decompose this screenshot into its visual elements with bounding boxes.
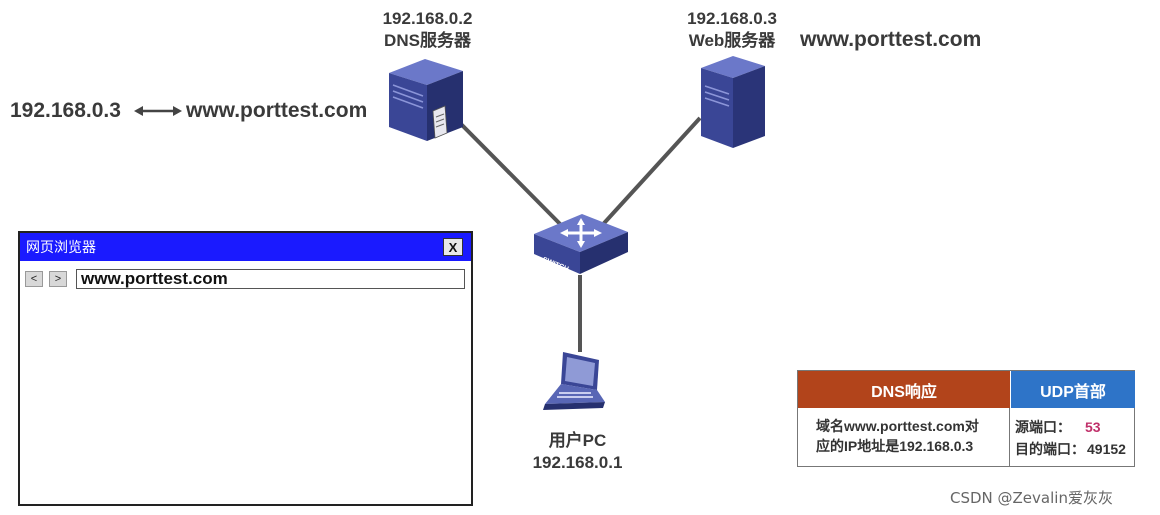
mapping-ip: 192.168.0.3: [10, 99, 121, 122]
udp-body: 源端口： 53 目的端口：49152: [1011, 408, 1135, 467]
src-port-row: 源端口： 53: [1015, 416, 1135, 438]
dst-port-label: 目的端口：: [1015, 441, 1085, 457]
dns-response-packet: DNS响应 UDP首部 域名www.porttest.com对 应的IP地址是1…: [797, 370, 1135, 467]
user-pc-ip: 192.168.0.1: [532, 453, 623, 472]
back-button[interactable]: <: [25, 271, 43, 287]
dns-body-line1: 域名www.porttest.com对: [816, 418, 979, 434]
dns-server-ip: 192.168.0.2: [382, 9, 473, 28]
laptop-icon: [543, 352, 605, 410]
user-pc-name: 用户PC: [548, 431, 607, 450]
double-arrow-icon: [134, 106, 182, 116]
watermark: CSDN @Zevalin爱灰灰: [950, 489, 1113, 507]
web-server-icon: [701, 56, 765, 148]
address-bar[interactable]: www.porttest.com: [76, 269, 465, 289]
dns-body: 域名www.porttest.com对 应的IP地址是192.168.0.3: [798, 408, 1010, 467]
forward-button[interactable]: >: [49, 271, 67, 287]
link-dns-switch: [453, 116, 570, 234]
web-server-name: Web服务器: [688, 31, 776, 50]
web-server-ip: 192.168.0.3: [687, 9, 777, 28]
src-port-label: 源端口：: [1015, 419, 1071, 435]
dst-port-row: 目的端口：49152: [1015, 438, 1135, 460]
dst-port-value: 49152: [1087, 441, 1126, 457]
link-web-switch: [594, 116, 702, 234]
mapping-domain: www.porttest.com: [186, 99, 368, 122]
web-server-domain: www.porttest.com: [800, 28, 982, 51]
dns-server-icon: [389, 59, 463, 141]
close-button[interactable]: X: [443, 238, 463, 256]
browser-window: 网页浏览器 X < > www.porttest.com: [18, 231, 473, 506]
browser-navbar: < > www.porttest.com: [25, 269, 465, 289]
dns-header: DNS响应: [798, 371, 1010, 408]
src-port-value: 53: [1085, 419, 1101, 435]
browser-titlebar: 网页浏览器 X: [20, 233, 471, 261]
dns-body-line2: 应的IP地址是192.168.0.3: [816, 438, 974, 454]
user-pc-label: 用户PC 192.168.0.1: [510, 430, 645, 474]
udp-header: UDP首部: [1011, 371, 1135, 408]
dns-server-name: DNS服务器: [384, 31, 471, 50]
web-server-label: 192.168.0.3 Web服务器: [662, 8, 802, 52]
dns-server-label: 192.168.0.2 DNS服务器: [360, 8, 495, 52]
browser-title: 网页浏览器: [26, 240, 96, 256]
switch-icon: SWITCH: [534, 214, 628, 274]
